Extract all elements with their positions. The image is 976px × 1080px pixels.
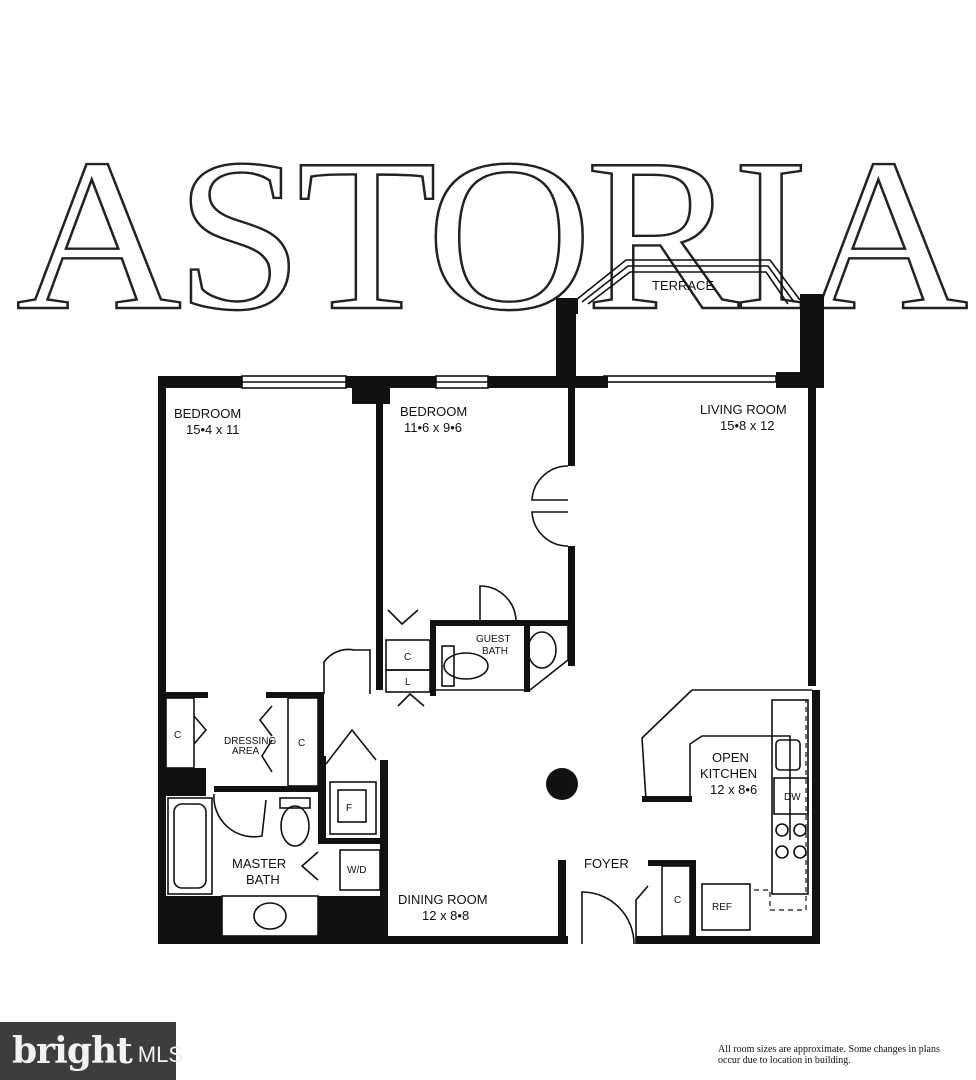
room-terrace-name: TERRACE	[652, 278, 714, 293]
room-foyer-name: FOYER	[584, 856, 629, 871]
room-master-bath-name-line1: MASTER	[232, 856, 286, 871]
room-living-room-size: 15•8 x 12	[720, 418, 774, 433]
room-open-kitchen-name-line1: OPEN	[712, 750, 749, 765]
room-bedroom-1-name: BEDROOM	[174, 406, 241, 421]
room-master-bath-name-line2: BATH	[246, 872, 280, 887]
refrigerator-label: REF	[712, 902, 732, 913]
room-living-room-name: LIVING ROOM	[700, 402, 787, 417]
plan-title: ASTORIA	[16, 115, 967, 356]
closet-label-dressing: C	[298, 738, 305, 749]
dishwasher-label: DW	[784, 792, 801, 803]
furnace-label: F	[346, 803, 352, 814]
closet-label-foyer: C	[674, 895, 681, 906]
washer-dryer-label: W/D	[347, 865, 366, 876]
room-bedroom-2-name: BEDROOM	[400, 404, 467, 419]
room-dining-room-size: 12 x 8•8	[422, 908, 469, 923]
room-bedroom-2-size: 11•6 x 9•6	[404, 420, 462, 435]
room-dressing-area-name-line2: AREA	[232, 746, 260, 757]
room-open-kitchen-name-line2: KITCHEN	[700, 766, 757, 781]
room-guest-bath-name-line2: BATH	[482, 646, 508, 657]
interior-walls	[165, 386, 812, 944]
closet-label-left: C	[174, 730, 181, 741]
room-open-kitchen-size: 12 x 8•6	[710, 782, 757, 797]
closet-label-guest: C	[404, 652, 411, 663]
room-bedroom-1-size: 15•4 x 11	[186, 422, 239, 437]
room-dressing-area-name-line1: DRESSING	[224, 736, 276, 747]
room-dining-room-name: DINING ROOM	[398, 892, 488, 907]
bright-logo-word: bright	[12, 1030, 133, 1072]
exterior-walls	[158, 375, 820, 944]
mls-logo-word: MLS	[137, 1042, 184, 1067]
terrace-outline	[556, 259, 824, 388]
disclaimer-note: All room sizes are approximate. Some cha…	[718, 1044, 940, 1066]
bright-mls-watermark: bright MLS	[0, 1022, 183, 1080]
room-guest-bath-name-line1: GUEST	[476, 634, 510, 645]
door-swings	[193, 465, 649, 945]
linen-label: L	[405, 677, 411, 688]
